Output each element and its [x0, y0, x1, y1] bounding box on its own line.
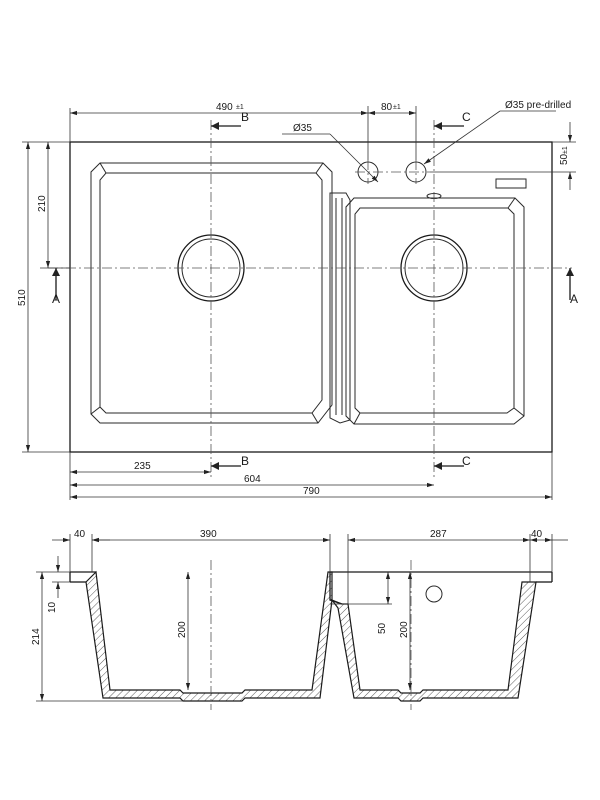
dim-790: 790	[303, 486, 320, 497]
dim-40-right: 40	[531, 529, 543, 540]
section-marker-a-left: A	[52, 268, 60, 306]
dim-490: 490	[216, 102, 233, 113]
dim-50-tol: ±1	[562, 146, 569, 154]
section-marker-c-bottom: C	[434, 454, 471, 470]
dim-210: 210	[37, 195, 48, 212]
svg-text:A: A	[52, 292, 60, 306]
dim-390: 390	[200, 529, 217, 540]
section-marker-b-bottom: B	[211, 454, 249, 470]
dim-dia35-predrilled: Ø35 pre-drilled	[505, 100, 571, 111]
dim-80: 80	[381, 102, 393, 113]
left-bowl-rim	[90, 162, 333, 424]
dim-235: 235	[134, 461, 151, 472]
section-marker-c-top: C	[434, 110, 471, 130]
left-bowl-section-wall	[85, 570, 333, 702]
section-view: 40 390 287 40 214 10 200 50 200	[31, 529, 568, 710]
dim-287: 287	[430, 529, 447, 540]
sink-outline	[69, 141, 553, 453]
svg-text:C: C	[462, 454, 471, 468]
dim-200-right: 200	[399, 621, 410, 638]
drainer-groove	[329, 192, 351, 424]
right-bowl-section-wall	[330, 581, 537, 702]
dim-214: 214	[31, 628, 42, 645]
right-bowl-inner	[354, 207, 515, 414]
dim-80-tol: ±1	[393, 104, 401, 111]
dim-200-left: 200	[177, 621, 188, 638]
svg-text:A: A	[570, 292, 578, 306]
dim-40-left: 40	[74, 529, 86, 540]
overflow-hole-section	[425, 585, 443, 603]
svg-text:C: C	[462, 110, 471, 124]
overflow-slot	[495, 178, 527, 189]
dim-dia35: Ø35	[293, 123, 312, 134]
dim-490-tol: ±1	[236, 104, 244, 111]
dim-50: 50	[559, 153, 570, 165]
section-marker-a-right: A	[566, 268, 578, 306]
svg-text:B: B	[241, 110, 249, 124]
section-marker-b-top: B	[211, 110, 249, 130]
right-bowl-rim	[345, 197, 525, 425]
dim-510: 510	[17, 289, 28, 306]
dim-604: 604	[244, 474, 261, 485]
dim-10: 10	[47, 601, 58, 613]
svg-text:B: B	[241, 454, 249, 468]
dim-50-section: 50	[377, 622, 388, 634]
top-view: 490 ±1 80 ±1 Ø35 Ø35 pre-drilled 50 ±1 2…	[17, 100, 578, 500]
